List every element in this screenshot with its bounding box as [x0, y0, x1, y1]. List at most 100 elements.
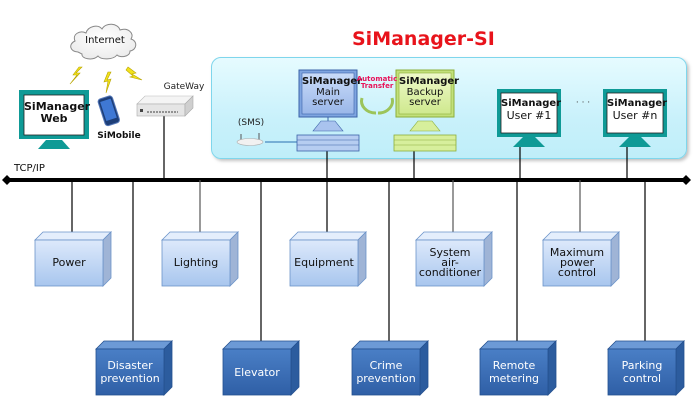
backup-line3: server — [409, 97, 441, 108]
transfer-line2: Transfer — [360, 82, 394, 91]
box-front-face — [542, 239, 612, 287]
subsystem-label-line: Maximum — [549, 246, 605, 259]
subsystem-label-line: Elevator — [234, 365, 280, 379]
subsystem-label-line: Parking — [621, 359, 663, 372]
tcp-ip-label: TCP/IP — [14, 163, 45, 174]
user1-label: SiManager User #1 — [501, 98, 562, 122]
subsystem-box-lighting — [161, 231, 239, 287]
box-top-face — [95, 340, 173, 350]
subsystem-label-line: System — [429, 246, 471, 259]
usern-line1: SiManager — [607, 98, 668, 109]
subsystem-box-parking-control — [607, 340, 685, 396]
user1-monitor-icon — [497, 89, 561, 147]
transfer-line1: Automatic — [356, 75, 398, 83]
subsystem-box-crime-prevention — [351, 340, 429, 396]
box-side-face — [610, 231, 620, 287]
usern-monitor-icon — [603, 89, 667, 147]
upper-connections — [163, 108, 628, 180]
subsystem-label-line: Disaster — [107, 359, 153, 372]
subsystem-label-line: power — [559, 256, 594, 269]
box-side-face — [675, 340, 685, 396]
tcp-ip-bus — [2, 175, 691, 185]
box-top-face — [222, 340, 300, 350]
box-front-face — [95, 348, 165, 396]
box-side-face — [547, 340, 557, 396]
main-line3: server — [312, 97, 344, 108]
wireless-bolts — [69, 66, 143, 94]
box-top-face — [542, 231, 620, 241]
lower-connections — [71, 180, 646, 349]
box-front-face — [222, 348, 292, 396]
ellipsis-label: · · · — [575, 98, 591, 108]
subsystem-label-line: Remote — [492, 359, 536, 372]
sms-label: (SMS) — [237, 118, 265, 128]
subsystem-label-line: Equipment — [294, 256, 354, 269]
subsystem-label-lighting: Lighting — [162, 240, 230, 286]
subsystem-label-equipment: Equipment — [290, 240, 358, 286]
box-front-face — [161, 239, 231, 287]
box-top-face — [479, 340, 557, 350]
box-front-face — [415, 239, 485, 287]
subsystem-label-line: control — [622, 372, 662, 385]
lightning-icon — [125, 66, 143, 81]
box-top-face — [607, 340, 685, 350]
subsystem-box-maximum-power-control — [542, 231, 620, 287]
subsystem-box-system-air-conditioner — [415, 231, 493, 287]
main-server-icon — [296, 69, 360, 152]
lightning-icon — [69, 66, 83, 85]
subsystem-label-line: metering — [488, 372, 540, 385]
box-front-face — [607, 348, 677, 396]
lightning-icon — [103, 71, 112, 94]
box-side-face — [290, 340, 300, 396]
subsystem-box-equipment — [289, 231, 367, 287]
automatic-transfer-label: Automatic Transfer — [355, 75, 399, 91]
subsystem-row-bottom — [95, 340, 685, 396]
backup-line2: Backup — [406, 86, 444, 98]
subsystem-row-top — [34, 231, 620, 287]
box-side-face — [163, 340, 173, 396]
main-line2: Main — [316, 86, 340, 98]
user1-line2: User #1 — [506, 108, 552, 122]
gateway-label: GateWay — [163, 82, 205, 92]
box-front-face — [351, 348, 421, 396]
box-side-face — [229, 231, 239, 287]
box-top-face — [415, 231, 493, 241]
subsystem-label-elevator: Elevator — [223, 349, 291, 395]
box-side-face — [357, 231, 367, 287]
box-front-face — [289, 239, 359, 287]
subsystem-box-remote-metering — [479, 340, 557, 396]
subsystem-label-line: air- — [441, 256, 459, 269]
box-side-face — [419, 340, 429, 396]
box-top-face — [351, 340, 429, 350]
backup-server-label: SiManager Backup server — [399, 76, 459, 109]
subsystem-label-line: conditioner — [418, 266, 482, 279]
internet-label: Internet — [85, 35, 125, 46]
usern-line2: User #n — [612, 108, 658, 122]
subsystem-label-line: Crime — [369, 359, 403, 372]
subsystem-label-line: prevention — [100, 372, 160, 385]
subsystem-label-line: Power — [52, 256, 86, 269]
gateway-device-icon — [136, 95, 194, 117]
internet-cloud-icon — [70, 23, 137, 60]
mobile-label: SiMobile — [97, 131, 141, 141]
main-line1: SiManager — [302, 76, 363, 87]
diagram-title: SiManager-SI — [352, 28, 495, 50]
box-side-face — [102, 231, 112, 287]
subsystem-box-disaster-prevention — [95, 340, 173, 396]
automatic-transfer-arrows-icon — [360, 97, 394, 115]
subsystem-label-power: Power — [35, 240, 103, 286]
box-top-face — [161, 231, 239, 241]
user1-line1: SiManager — [501, 98, 562, 109]
mobile-phone-icon — [97, 95, 120, 127]
subsystem-box-power — [34, 231, 112, 287]
web-line1: SiManager — [24, 100, 91, 113]
box-front-face — [34, 239, 104, 287]
bus-end-right-icon — [681, 175, 691, 185]
web-client-label: SiManager Web — [24, 100, 91, 124]
